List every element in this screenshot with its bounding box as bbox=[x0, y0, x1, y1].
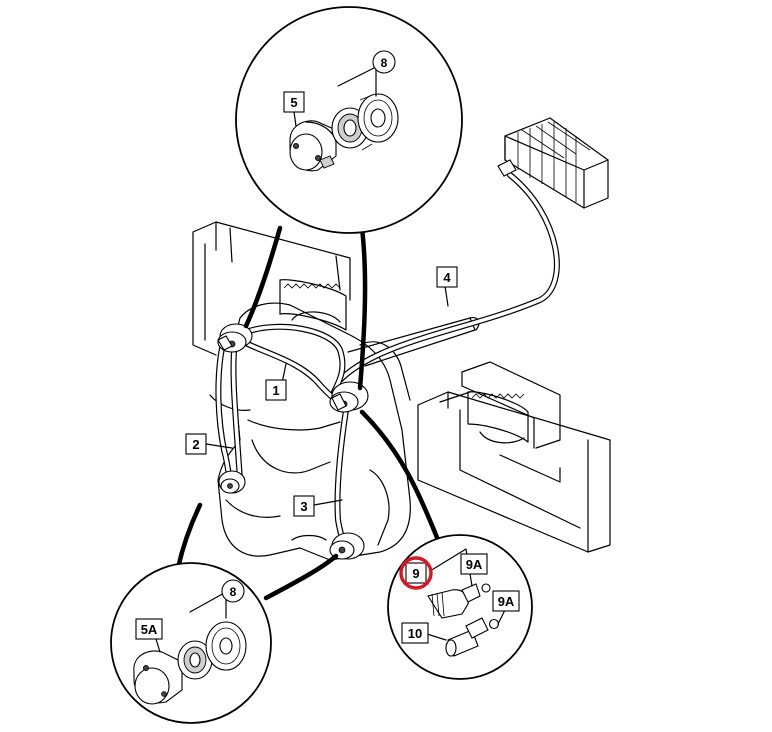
label-2-text: 2 bbox=[192, 437, 199, 452]
zoom-leaders bbox=[175, 225, 441, 601]
label-5: 5 bbox=[283, 91, 305, 113]
label-9a-top-text: 9A bbox=[466, 557, 483, 572]
label-2: 2 bbox=[185, 433, 207, 455]
label-1-text: 1 bbox=[272, 383, 279, 398]
highlight-ring bbox=[399, 556, 433, 590]
part-8-seals-bottom bbox=[177, 621, 247, 680]
part-5a-cap bbox=[133, 650, 183, 705]
label-9a-bottom-text: 9A bbox=[498, 594, 515, 609]
label-10: 10 bbox=[401, 622, 429, 644]
harness-cables bbox=[215, 323, 349, 547]
sensor-bottom bbox=[329, 532, 365, 560]
label-9: 9 bbox=[399, 556, 433, 590]
label-9-text: 9 bbox=[412, 566, 419, 581]
part-5-cap bbox=[289, 120, 337, 172]
label-10-text: 10 bbox=[408, 626, 422, 641]
part-8-seals bbox=[331, 93, 399, 151]
label-5a-text: 5A bbox=[141, 622, 158, 637]
part-9-elbow bbox=[427, 583, 491, 619]
label-1: 1 bbox=[265, 379, 287, 401]
cable-4 bbox=[337, 159, 560, 383]
label-8-bottom: 8 bbox=[221, 579, 245, 603]
label-8-top: 8 bbox=[372, 50, 396, 74]
zoom-circle-top bbox=[235, 6, 463, 234]
sensor-upper-left bbox=[217, 323, 253, 353]
label-9a-top: 9A bbox=[460, 553, 488, 575]
label-5-text: 5 bbox=[290, 95, 297, 110]
zoom-circle-bottom-left bbox=[110, 562, 272, 724]
label-9a-bottom: 9A bbox=[492, 590, 520, 612]
label-3-text: 3 bbox=[300, 499, 307, 514]
label-4-text: 4 bbox=[443, 270, 451, 285]
sensor-lower-left bbox=[218, 470, 246, 494]
label-4: 4 bbox=[436, 266, 458, 288]
label-3: 3 bbox=[293, 495, 315, 517]
label-8-top-text: 8 bbox=[381, 56, 388, 70]
label-8-bottom-text: 8 bbox=[230, 585, 237, 599]
label-5a: 5A bbox=[135, 618, 163, 640]
part-10-fitting bbox=[445, 617, 500, 657]
